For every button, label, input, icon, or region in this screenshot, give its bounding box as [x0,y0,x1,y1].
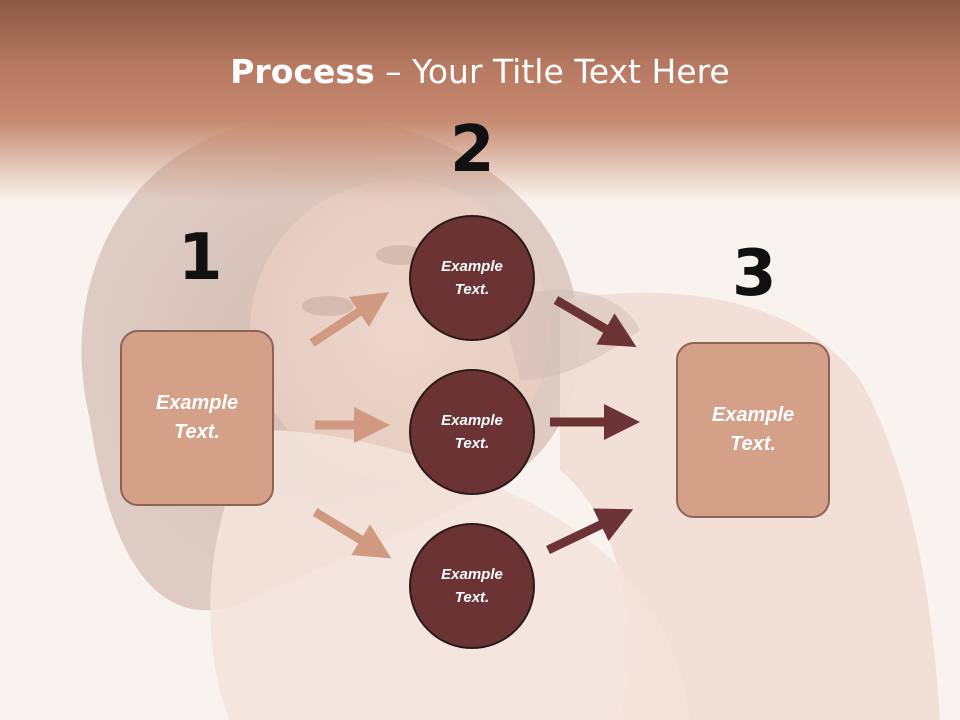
step-circle-top-label: Example Text. [441,258,503,298]
title-bold: Process [230,52,375,91]
step-circle-bottom: Example Text. [409,523,535,649]
step-box-3-label: Example Text. [711,404,795,455]
step-box-1-label: Example Text. [155,392,239,443]
step-number-2: 2 [450,113,495,187]
header-band [0,0,960,200]
arrow-1-to-bottom [312,508,392,559]
step-circle-middle-label: Example Text. [441,412,503,452]
slide-title: Process – Your Title Text Here [0,52,960,91]
step-box-1: Example Text. [120,330,274,506]
step-circle-bottom-label: Example Text. [441,566,503,606]
step-circle-middle: Example Text. [409,369,535,495]
title-rest: – Your Title Text Here [374,52,730,91]
arrow-bottom-to-3 [546,508,634,555]
step-number-1: 1 [178,221,223,295]
arrow-top-to-3 [553,296,637,348]
arrow-1-to-top [309,292,390,347]
step-box-3: Example Text. [676,342,830,518]
step-circle-top: Example Text. [409,215,535,341]
step-number-3: 3 [732,237,777,311]
